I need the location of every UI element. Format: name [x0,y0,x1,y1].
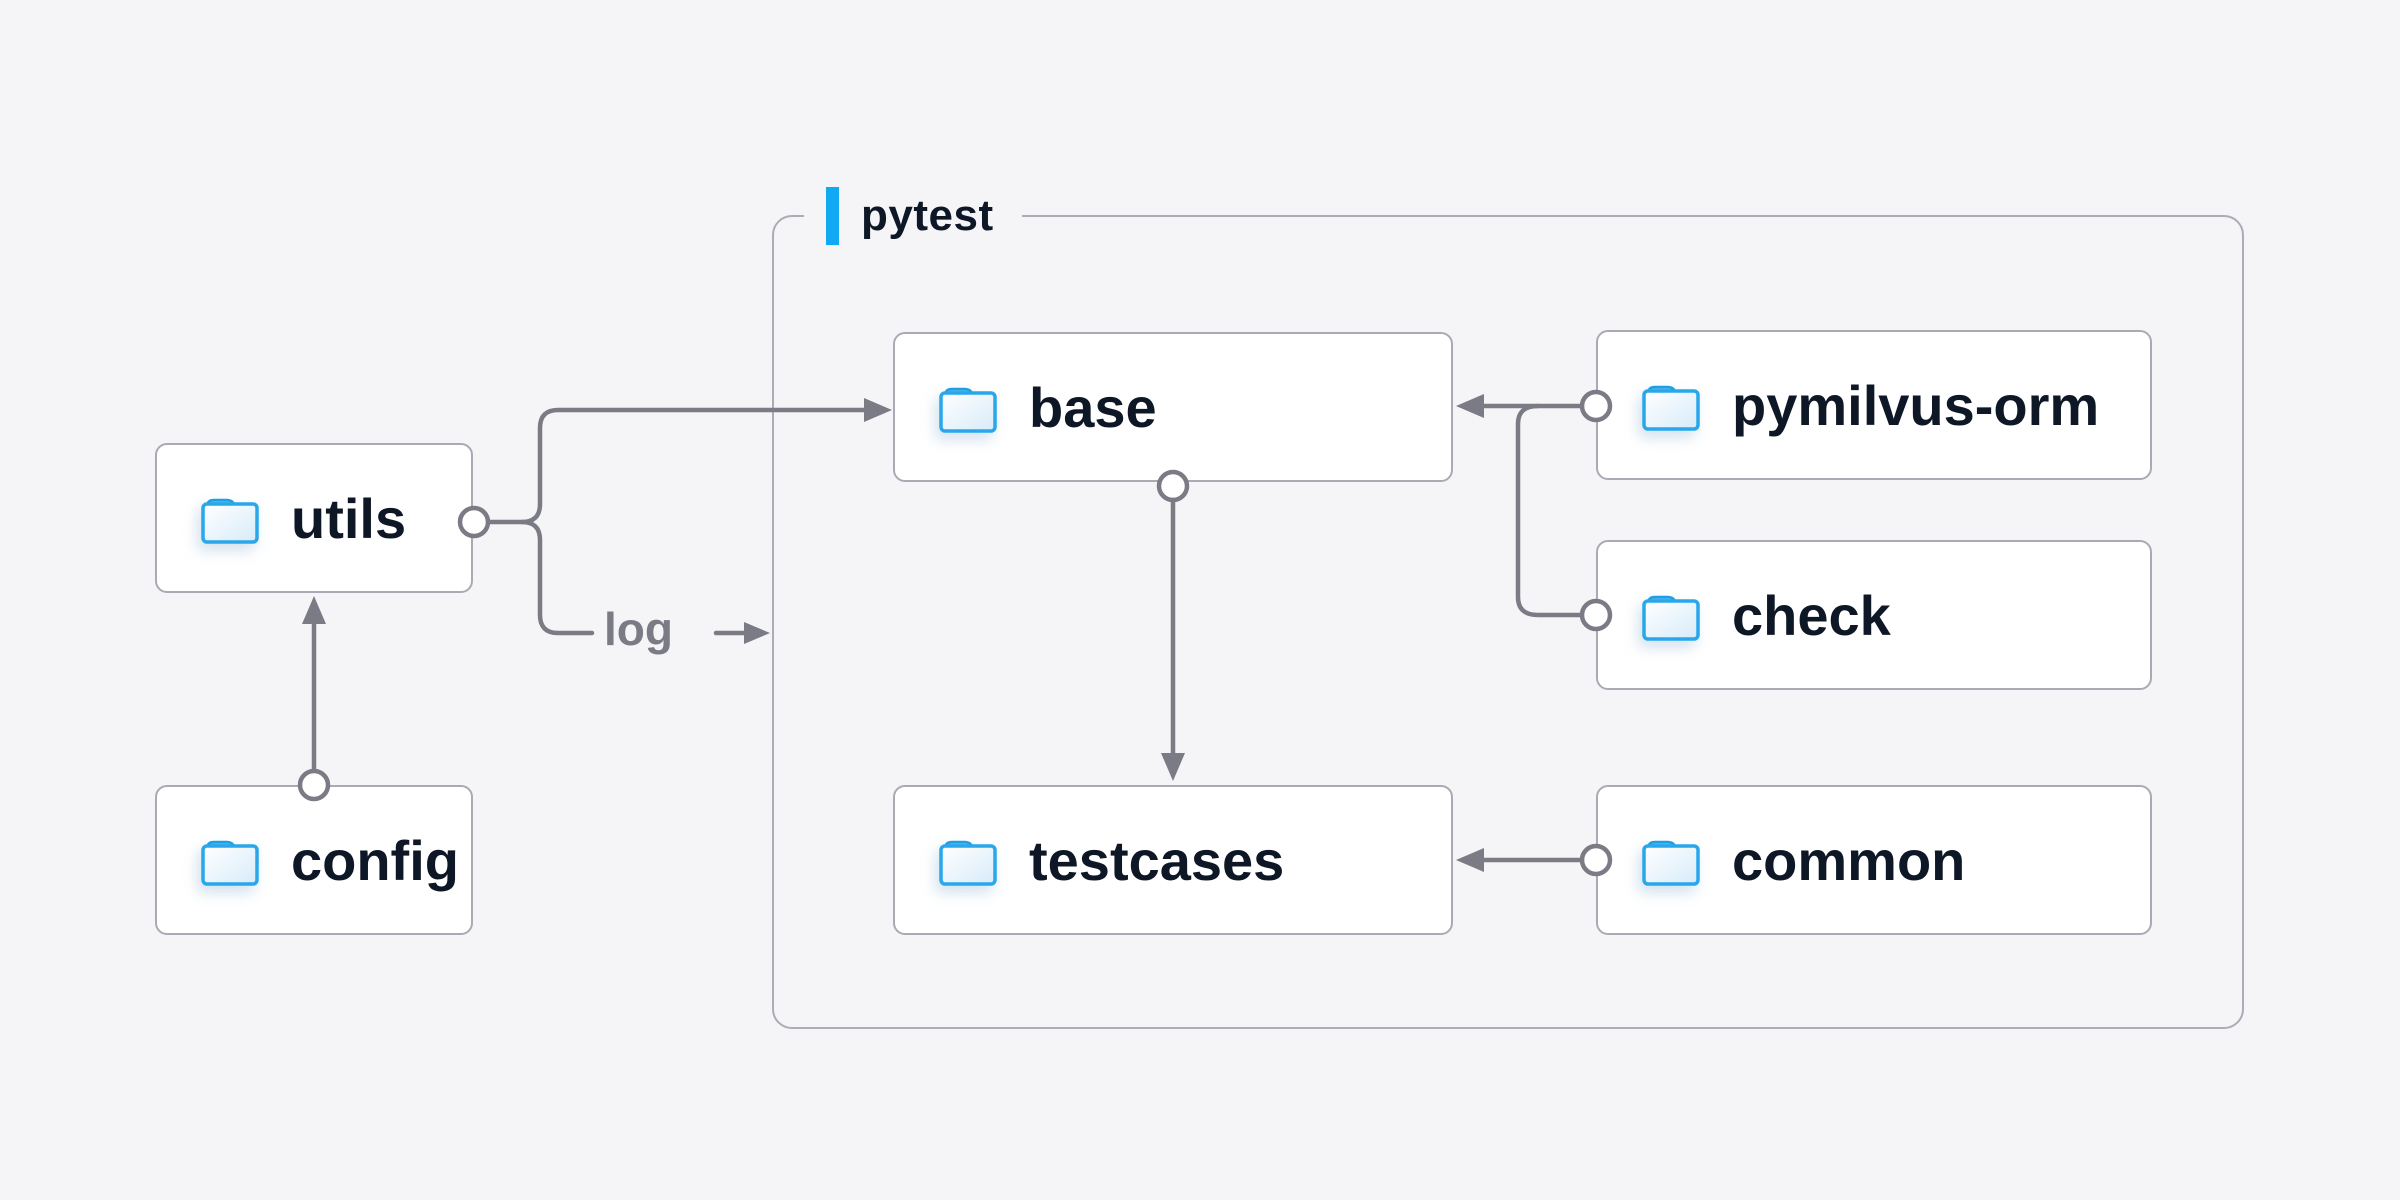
node-label: utils [291,486,407,550]
node-base: base [893,332,1453,482]
folder-icon [1642,595,1700,641]
node-utils: utils [155,443,473,593]
node-testcases: testcases [893,785,1453,935]
pytest-group-title: pytest [861,191,994,240]
node-config: config [155,785,473,935]
node-pymilvus-orm: pymilvus-orm [1596,330,2152,480]
node-check: check [1596,540,2152,690]
node-label: config [291,828,459,892]
node-label: testcases [1029,828,1285,892]
folder-icon [201,840,259,886]
folder-icon [939,387,997,433]
edge-utils-log [519,519,595,636]
pytest-group-label: pytest [804,186,1022,246]
node-label: check [1732,583,1891,647]
node-label: base [1029,375,1157,439]
folder-icon [939,840,997,886]
arrowhead-up-icon [302,596,326,624]
node-label: common [1732,828,1966,892]
folder-icon [201,498,259,544]
arrowhead-right-icon [744,622,770,644]
blue-accent-bar-icon [826,187,839,245]
folder-icon [1642,385,1700,431]
folder-icon [1642,840,1700,886]
edge-label-log: log [604,603,673,655]
node-common: common [1596,785,2152,935]
node-label: pymilvus-orm [1732,373,2100,437]
pytest-group-box [772,215,2244,1029]
